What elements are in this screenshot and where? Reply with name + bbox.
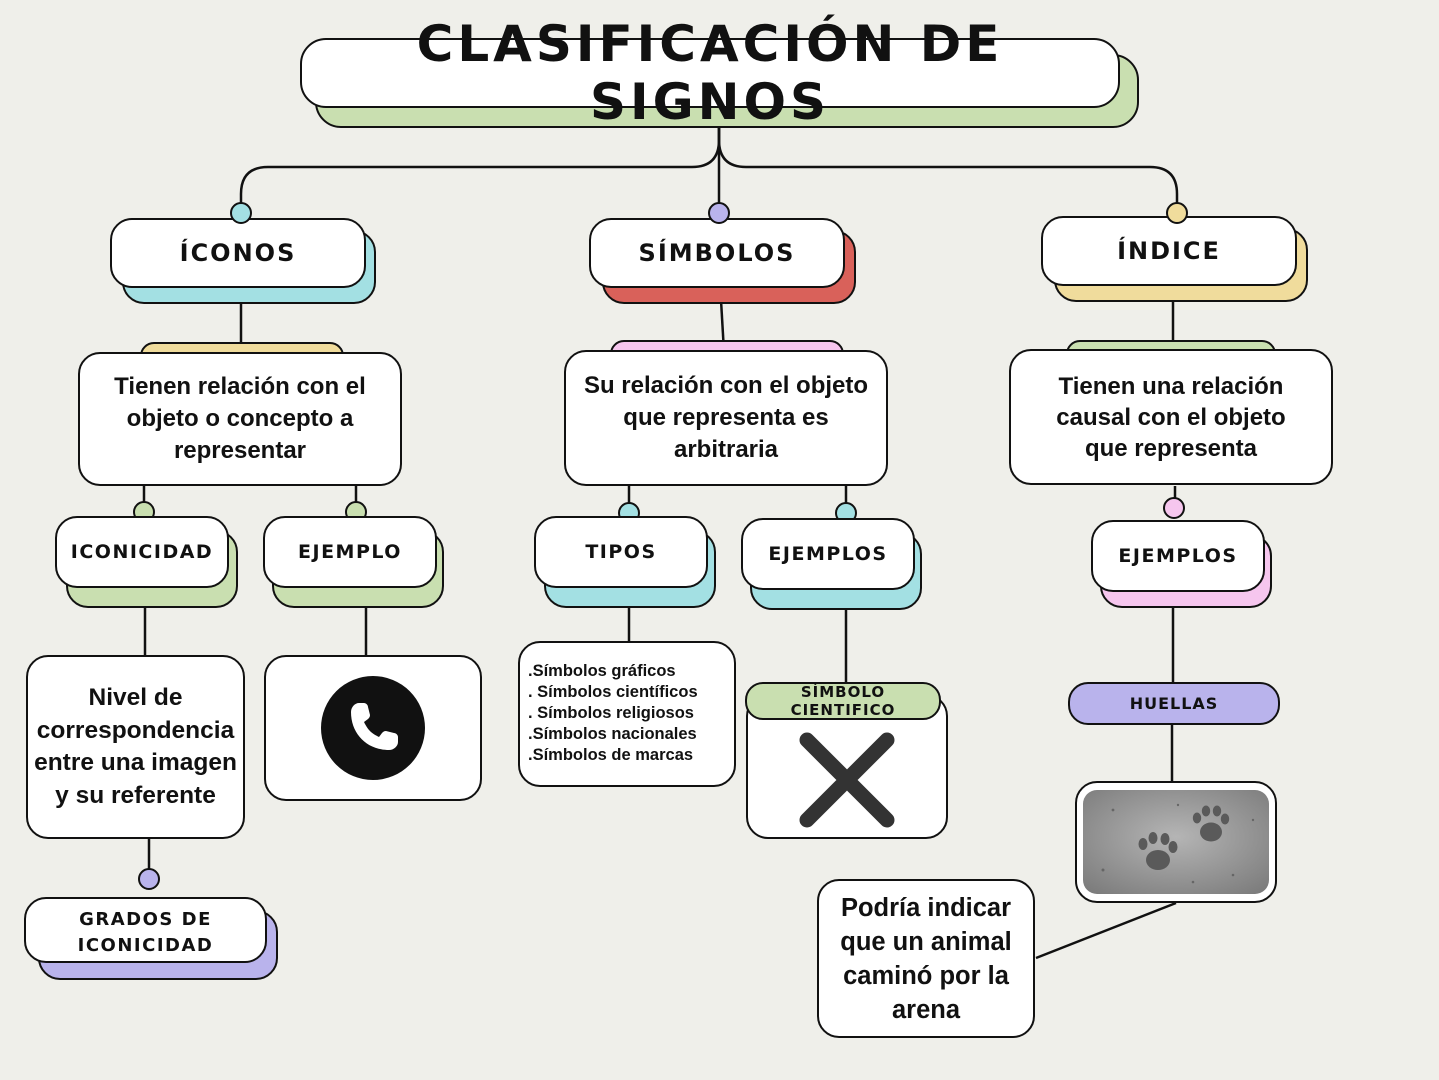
huellas-caption-box: Podría indicar que un animal caminó por …	[817, 879, 1035, 1038]
huellas-tag-text: HUELLAS	[1129, 694, 1219, 713]
scientific-symbol-tag: SÍMBOLO CIENTIFICO	[745, 682, 941, 720]
tipos-list: .Símbolos gráficos . Símbolos científico…	[528, 661, 698, 766]
grados-label: GRADOS DE ICONICIDAD	[77, 909, 214, 956]
scientific-symbol-tag-text: SÍMBOLO CIENTIFICO	[790, 683, 896, 719]
simbolos-connector-dot	[708, 202, 730, 224]
phone-icon	[321, 676, 425, 780]
indice-ejemplos-label: EJEMPLOS	[1118, 545, 1238, 567]
tipos-list-item: . Símbolos religiosos	[528, 704, 694, 722]
indice-description: Tienen una relación causal con el objeto…	[1056, 372, 1286, 462]
huellas-caption: Podría indicar que un animal caminó por …	[840, 893, 1012, 1024]
tipos-label: TIPOS	[585, 541, 657, 563]
paw-prints-box	[1075, 781, 1277, 903]
tipos-list-item: .Símbolos nacionales	[528, 725, 697, 743]
iconicidad-label: ICONICIDAD	[70, 541, 214, 563]
paw-prints-image	[1083, 790, 1269, 894]
phone-example-box	[264, 655, 482, 801]
grados-dot	[138, 868, 160, 890]
simbolos-heading: SÍMBOLOS	[638, 239, 796, 267]
tipos-list-item: .Símbolos gráficos	[528, 662, 676, 680]
ejemplo-label: EJEMPLO	[298, 541, 402, 563]
page-title: CLASIFICACIÓN DE SIGNOS	[416, 15, 1004, 131]
iconos-description: Tienen relación con el objeto o concepto…	[114, 373, 366, 464]
simbolos-description: Su relación con el objeto que representa…	[583, 372, 869, 463]
simbolos-ejemplos-label: EJEMPLOS	[768, 543, 888, 565]
multiply-x-icon	[799, 732, 895, 827]
huellas-tag: HUELLAS	[1068, 682, 1280, 725]
indice-heading: ÍNDICE	[1117, 237, 1221, 265]
indice-connector-dot	[1166, 202, 1188, 224]
iconicidad-definition: Nivel de correspondencia entre una image…	[34, 684, 237, 809]
tipos-list-box: .Símbolos gráficos . Símbolos científico…	[518, 641, 736, 787]
tipos-list-item: . Símbolos científicos	[528, 683, 698, 701]
iconicidad-definition-box: Nivel de correspondencia entre una image…	[26, 655, 245, 839]
tipos-list-item: .Símbolos de marcas	[528, 746, 694, 764]
iconos-connector-dot	[230, 202, 252, 224]
indice-ejemplos-dot	[1163, 497, 1185, 519]
iconos-heading: ÍCONOS	[179, 239, 297, 267]
